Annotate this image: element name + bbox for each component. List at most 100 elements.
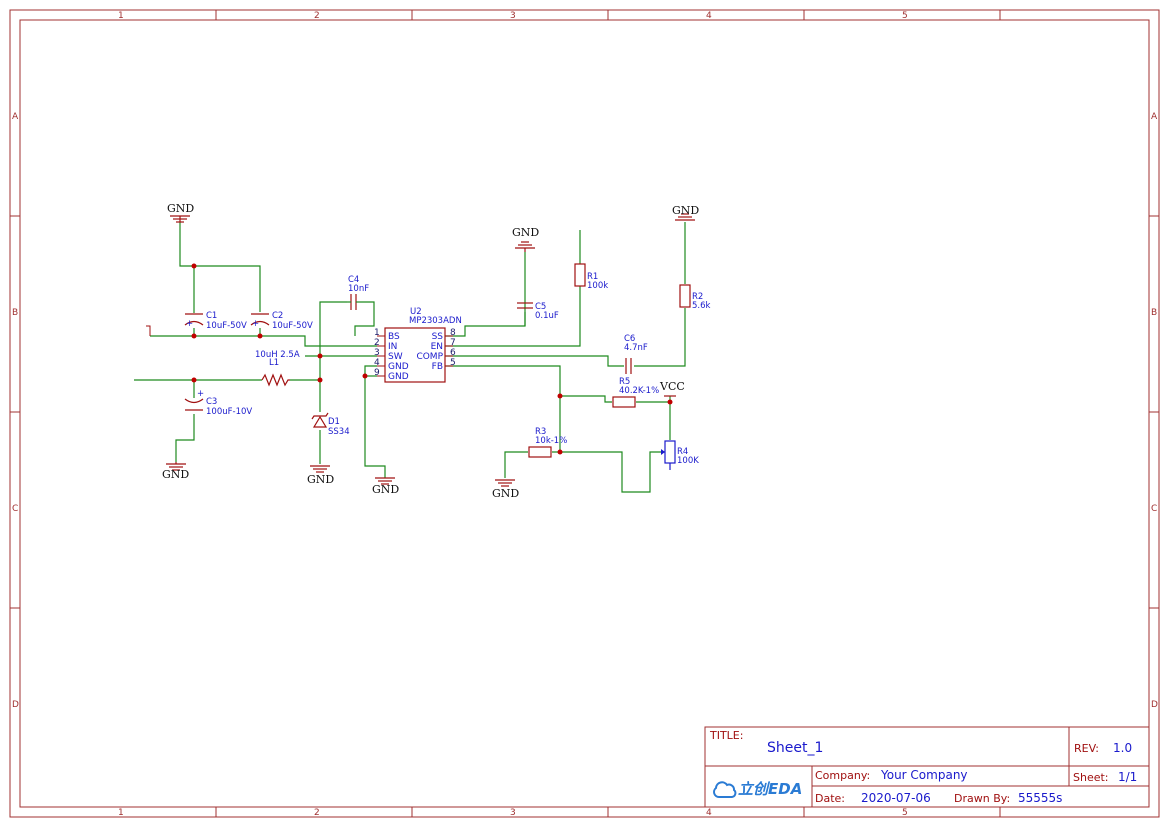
u2-pin-sw: SW — [388, 352, 403, 362]
title-value: Sheet_1 — [767, 740, 823, 756]
u2-pin-comp: COMP — [416, 352, 443, 362]
c3-ref: C3 — [206, 397, 217, 407]
sheet-label: Sheet: — [1073, 771, 1109, 784]
ic-u2[interactable]: U2 MP2303ADN 1 2 3 4 9 BS IN SW GND GND … — [374, 307, 462, 383]
sheet-value: 1/1 — [1118, 770, 1137, 784]
c2-ref: C2 — [272, 311, 283, 321]
zone-col-4-bottom: 4 — [706, 808, 712, 818]
company-value: Your Company — [880, 768, 968, 782]
d1-ref: D1 — [328, 417, 340, 427]
zone-col-4-top: 4 — [706, 11, 712, 21]
capacitor-c6[interactable]: C6 4.7nF — [624, 334, 648, 374]
gnd-label-3: GND — [307, 473, 334, 486]
zone-row-b-left: B — [12, 308, 18, 318]
r5-ref: R5 — [619, 377, 630, 387]
r2-ref: R2 — [692, 292, 703, 302]
u2-pin-en: EN — [431, 342, 443, 352]
capacitor-c3[interactable]: + C3 100uF-10V — [184, 389, 252, 417]
gnd-symbol-2: GND — [162, 462, 189, 481]
c1-value: 10uF-50V — [206, 321, 247, 331]
zone-row-a-right: A — [1151, 112, 1158, 122]
c5-value: 0.1uF — [535, 311, 559, 321]
u2-pin-num-6: 6 — [450, 348, 456, 358]
zone-row-d-left: D — [12, 700, 19, 710]
c2-value: 10uF-50V — [272, 321, 313, 331]
gnd-symbol-1: GND — [167, 202, 194, 223]
u2-pin-num-7: 7 — [450, 338, 456, 348]
u2-pin-in: IN — [388, 342, 397, 352]
u2-ref: U2 — [410, 307, 422, 317]
r3-value: 10k-1% — [535, 436, 567, 446]
c1-polarity: + — [186, 319, 193, 329]
diode-d1[interactable]: D1 SS34 — [311, 412, 350, 437]
gnd-label-2: GND — [162, 468, 189, 481]
gnd-label-1: GND — [167, 202, 194, 215]
u2-pin-num-4: 4 — [374, 358, 380, 368]
r4-value: 100K — [677, 456, 699, 466]
vcc-symbol: VCC — [659, 380, 685, 397]
u2-pin-num-8: 8 — [450, 328, 456, 338]
inductor-l1[interactable]: 10uH 2.5A L1 — [255, 350, 300, 387]
potentiometer-r4[interactable]: R4 100K — [661, 440, 699, 470]
r2-value: 5.6k — [692, 301, 711, 311]
gnd-symbol-3: GND — [307, 465, 334, 486]
c4-value: 10nF — [348, 284, 369, 294]
u2-pin-bs: BS — [388, 332, 400, 342]
zone-labels: 1 2 3 4 5 1 2 3 4 5 A B C D A B C D — [12, 11, 1158, 818]
l1-ref: L1 — [269, 358, 279, 368]
zone-row-c-left: C — [12, 504, 18, 514]
title-label: TITLE: — [709, 729, 743, 742]
rev-label: REV: — [1074, 742, 1099, 755]
date-label: Date: — [815, 792, 845, 805]
vcc-label: VCC — [659, 380, 685, 393]
drawn-by-value: 55555s — [1018, 791, 1062, 805]
zone-col-1-top: 1 — [118, 11, 124, 21]
resistor-r3[interactable]: R3 10k-1% — [528, 427, 567, 458]
c3-polarity: + — [197, 389, 204, 399]
resistor-r2[interactable]: R2 5.6k — [679, 284, 711, 311]
rev-value: 1.0 — [1113, 741, 1132, 755]
resistor-r5[interactable]: R5 40.2K-1% — [612, 377, 659, 408]
u2-pin-num-3: 3 — [374, 348, 380, 358]
capacitor-c4[interactable]: C4 10nF — [347, 275, 369, 310]
u2-value: MP2303ADN — [409, 316, 462, 326]
resistor-r1[interactable]: R1 100k — [574, 263, 608, 291]
zone-col-1-bottom: 1 — [118, 808, 124, 818]
cloud-icon — [713, 781, 737, 798]
zone-row-a-left: A — [12, 112, 19, 122]
gnd-symbol-5: GND — [512, 226, 539, 252]
l1-value: 10uH 2.5A — [255, 350, 300, 360]
junctions — [191, 263, 673, 455]
capacitor-c2[interactable]: + C2 10uF-50V — [250, 311, 313, 331]
lceda-logo: 立创EDA — [713, 780, 802, 798]
gnd-label-7: GND — [492, 487, 519, 500]
u2-pin-fb: FB — [432, 362, 443, 372]
zone-col-5-top: 5 — [902, 11, 908, 21]
r5-value: 40.2K-1% — [619, 386, 659, 396]
logo-text: 立创EDA — [738, 780, 802, 798]
gnd-label-4: GND — [372, 483, 399, 496]
input-net-flag — [146, 325, 151, 336]
gnd-symbol-4: GND — [372, 477, 399, 496]
c3-value: 100uF-10V — [206, 407, 252, 417]
c1-ref: C1 — [206, 311, 217, 321]
zone-col-2-bottom: 2 — [314, 808, 320, 818]
r1-value: 100k — [587, 281, 608, 291]
u2-pin-num-9: 9 — [374, 368, 380, 378]
capacitor-c1[interactable]: + C1 10uF-50V — [184, 311, 247, 331]
u2-pin-num-5: 5 — [450, 358, 456, 368]
u2-pin-ss: SS — [432, 332, 444, 342]
title-block: TITLE: Sheet_1 REV: 1.0 Company: Your Co… — [704, 726, 1150, 808]
u2-pin-num-1: 1 — [374, 328, 380, 338]
zone-col-3-top: 3 — [510, 11, 516, 21]
u2-pin-num-2: 2 — [374, 338, 380, 348]
zone-row-c-right: C — [1151, 504, 1157, 514]
zone-col-2-top: 2 — [314, 11, 320, 21]
sheet-frame — [9, 9, 1160, 818]
c2-polarity: + — [252, 319, 259, 329]
gnd-label-5: GND — [512, 226, 539, 239]
u2-pin-gnd-9: GND — [388, 372, 409, 382]
gnd-symbol-6: GND — [672, 204, 699, 221]
capacitor-c5[interactable]: C5 0.1uF — [517, 302, 559, 321]
